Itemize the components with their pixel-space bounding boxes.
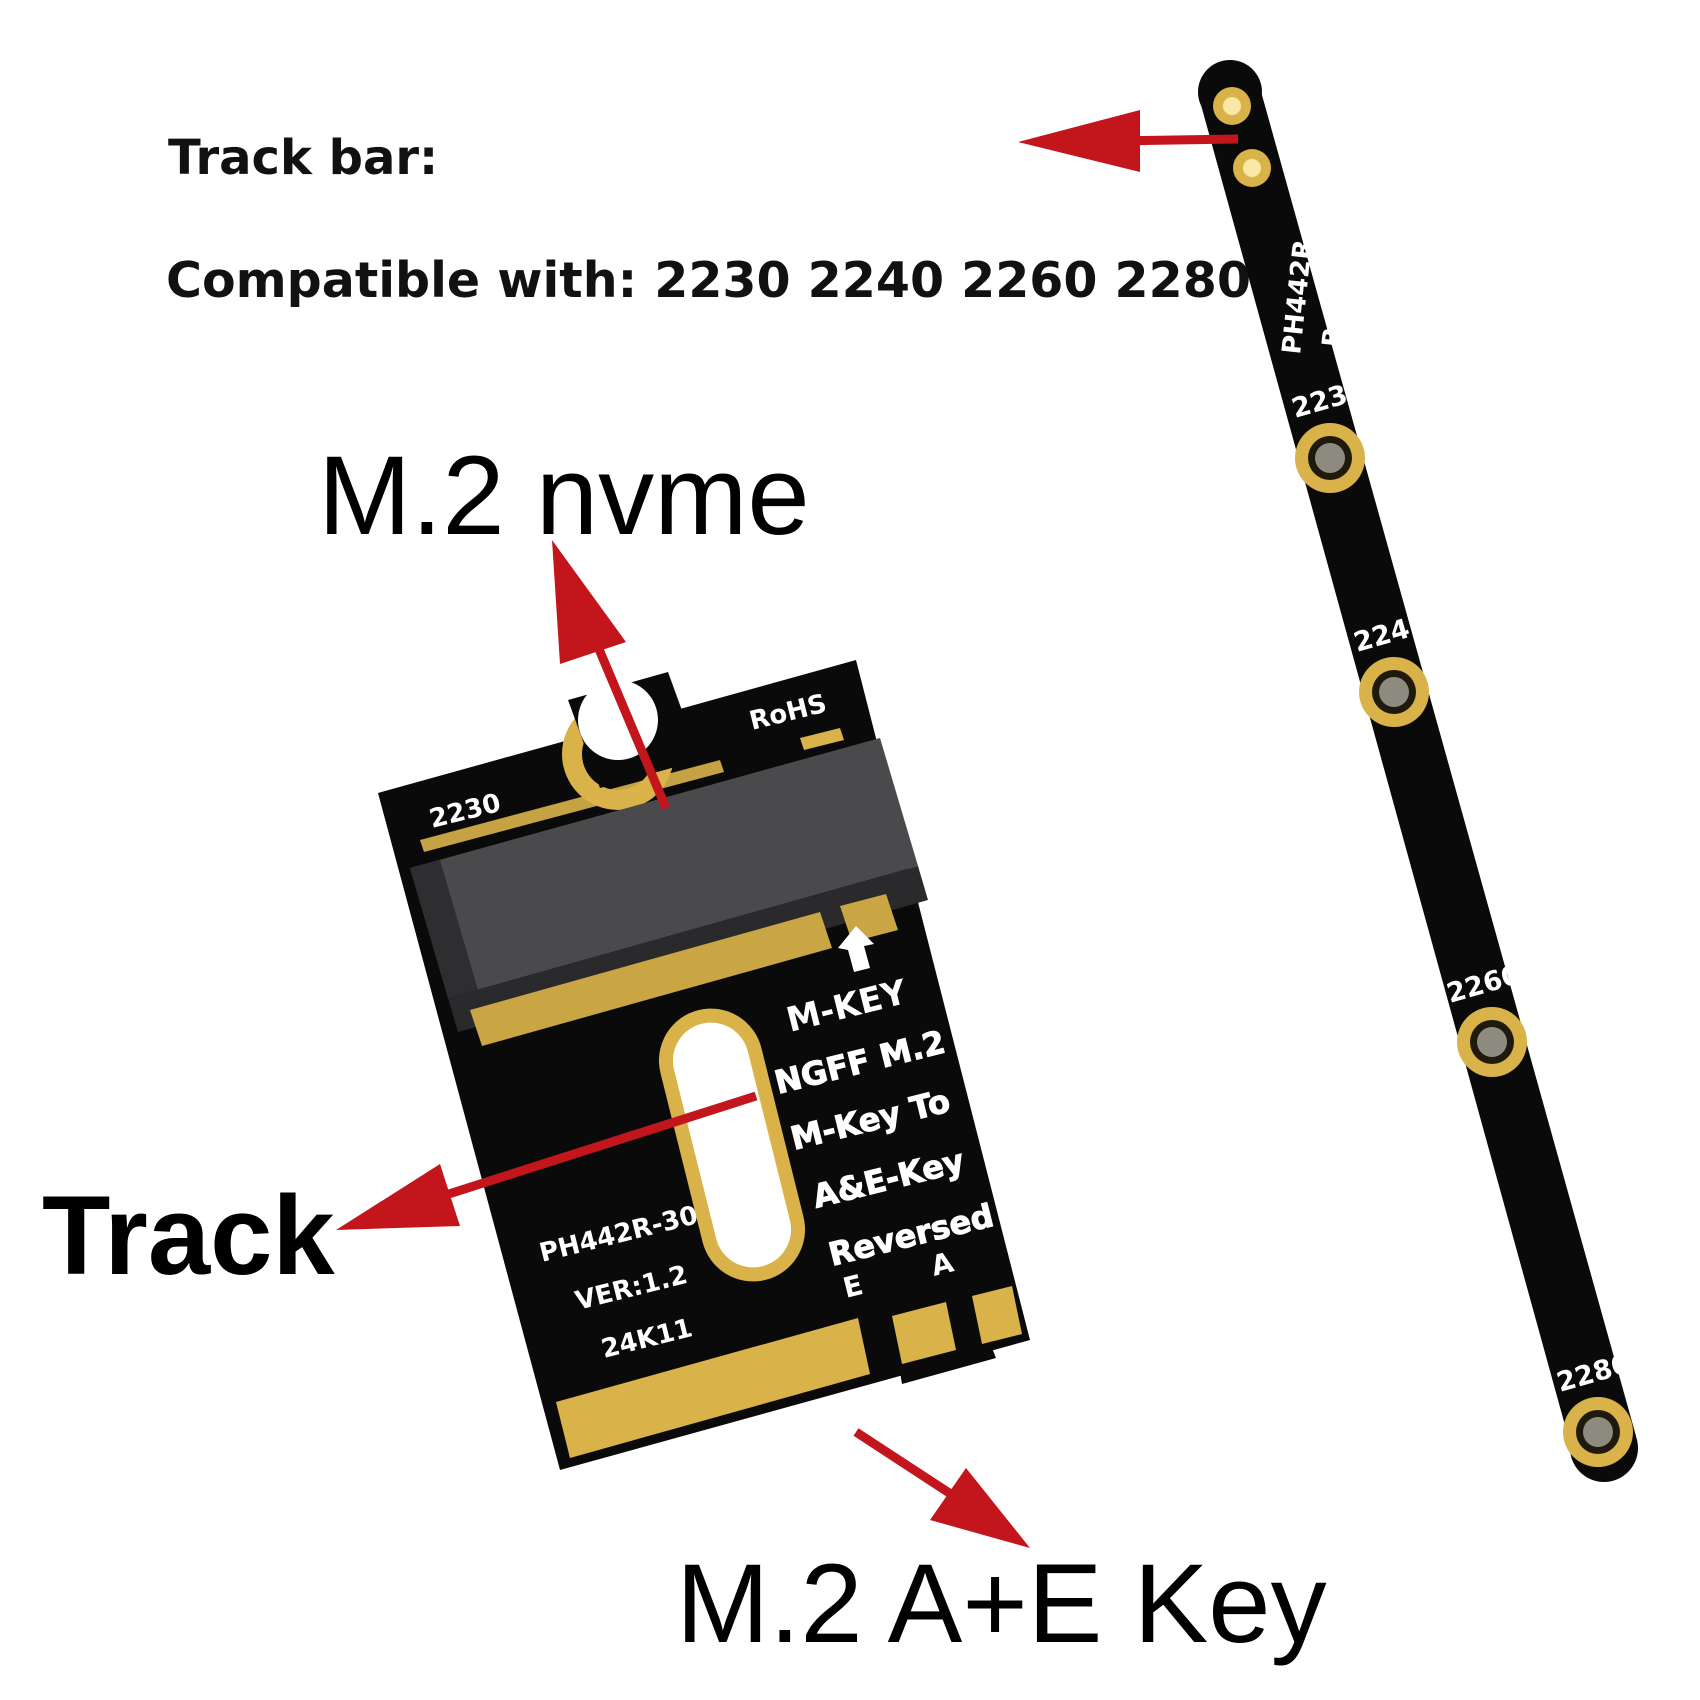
track-label: Track: [42, 1173, 335, 1298]
bracket-hole-2280: [1563, 1397, 1633, 1467]
compatibility-caption: Compatible with: 2230 2240 2260 2280: [166, 252, 1251, 309]
ae-key-arrow: [853, 1428, 1030, 1548]
track-arrow: [336, 1091, 758, 1230]
track-bar-caption: Track bar:: [168, 130, 439, 186]
m2-adapter-board: 2230 RoHS M-KEY NGFF M.2 M-Key To A&E-Ke…: [378, 660, 1030, 1470]
track-bar-arrow: [1018, 110, 1239, 172]
m2-ae-key-label: M.2 A+E Key: [676, 1541, 1327, 1666]
bracket-top-hole: [1233, 149, 1271, 187]
bracket-top-hole: [1213, 87, 1251, 125]
bracket-hole-2260: [1457, 1007, 1527, 1077]
top-pin-row: [420, 728, 844, 852]
adapter-track-slot: [658, 1008, 806, 1282]
m2-ae-gold-fingers: [556, 1286, 1022, 1458]
nvme-arrow: [552, 540, 671, 810]
bracket-hole-2230: [1295, 423, 1365, 493]
bracket-hole-2242: [1359, 657, 1429, 727]
track-bar-bracket: PH442R Bracket 2230 2242 2260 2280: [1198, 60, 1638, 1482]
insert-direction-icon: [838, 926, 874, 972]
bracket-name-text: Bracket: [1317, 234, 1359, 349]
m2-nvme-label: M.2 nvme: [318, 433, 810, 558]
